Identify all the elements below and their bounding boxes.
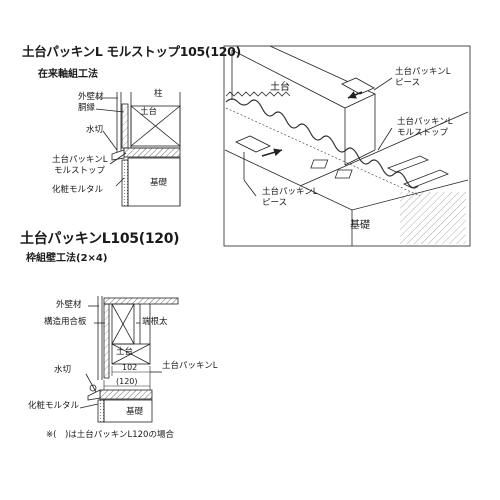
persp-label-piece-a-2: ピース xyxy=(395,78,421,88)
persp-label-mortar-stop-1: 土台パッキンL xyxy=(397,117,453,127)
s2-label-sill: 土台 xyxy=(116,347,134,357)
section2-drawing xyxy=(79,296,179,423)
s2-note: ※( )は土台パッキンL120の場合 xyxy=(46,430,174,440)
persp-label-sill: 土台 xyxy=(270,82,290,93)
persp-label-piece-b-1: 土台パッキンL xyxy=(262,187,318,197)
label-sill: 土台 xyxy=(140,107,158,117)
section2-method: 枠組壁工法(2×4) xyxy=(26,253,108,264)
persp-label-piece-a-1: 土台パッキンL xyxy=(395,67,451,77)
persp-label-mortar-stop-2: モルストップ xyxy=(397,128,449,138)
s2-label-foundation: 基礎 xyxy=(126,407,144,417)
label-packing-mortar-stop-2: モルストップ xyxy=(54,166,106,176)
s2-label-flashing: 水切 xyxy=(54,365,72,375)
s2-dim-102: 102 xyxy=(122,363,138,372)
section1-title: 土台パッキンL モルストップ105(120) xyxy=(22,44,241,59)
perspective-drawing xyxy=(223,45,471,247)
persp-label-foundation: 基礎 xyxy=(350,220,370,231)
s2-label-packing: 土台パッキンL xyxy=(162,361,218,371)
s2-label-cosmetic-mortar: 化粧モルタル xyxy=(28,401,80,411)
s2-label-exterior-wall: 外壁材 xyxy=(56,300,82,310)
s2-dim-120: (120) xyxy=(116,377,138,386)
label-foundation: 基礎 xyxy=(150,178,168,188)
label-flashing: 水切 xyxy=(86,125,104,135)
label-packing-mortar-stop-1: 土台パッキンL xyxy=(52,155,108,165)
label-pillar: 柱 xyxy=(154,89,163,99)
section2-title: 土台パッキンL105(120) xyxy=(20,231,180,247)
label-exterior-wall: 外壁材 xyxy=(78,92,104,102)
s2-label-structural-plywood: 構造用合板 xyxy=(44,317,87,327)
section1-method: 在来軸組工法 xyxy=(38,69,98,80)
s2-label-rim-joist: 端根太 xyxy=(142,317,168,327)
label-cosmetic-mortar: 化粧モルタル xyxy=(52,185,104,195)
section1-drawing xyxy=(95,92,181,207)
persp-label-piece-b-2: ピース xyxy=(262,198,288,208)
label-furring: 胴縁 xyxy=(78,103,96,113)
